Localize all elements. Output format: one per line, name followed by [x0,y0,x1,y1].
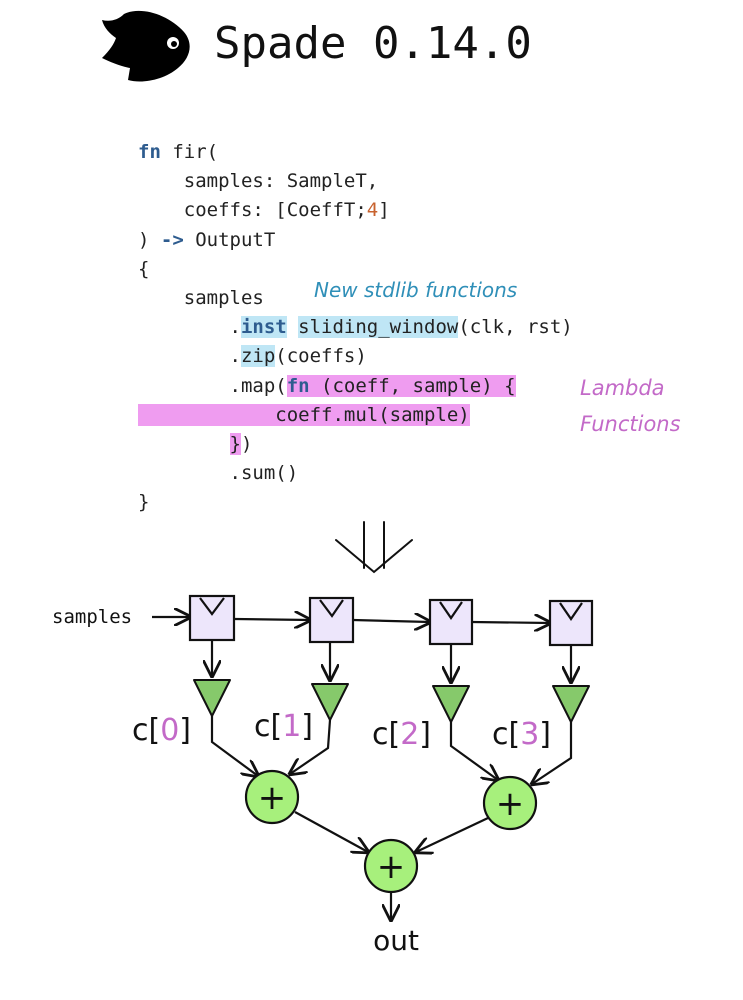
register-3 [548,599,594,647]
keyword-inst: inst [240,316,287,339]
out-label: out [373,924,419,957]
adder-2 [363,838,419,894]
multipliers [193,679,590,723]
code-line-3: coeffs: [CoeffT;4] [138,199,390,222]
code-line-8: .zip(coeffs) [138,345,367,368]
adder-symbol-1: + [496,784,525,824]
code-line-4: ) -> OutputT [138,228,276,251]
samples-label: samples [52,606,132,628]
register-0 [188,594,236,642]
adders [244,769,538,894]
big-down-arrow [335,521,413,574]
code-line-9: .map(fn (coeff, sample) { [138,374,516,397]
note-lambda: Lambda Functions [580,376,681,436]
register-2 [428,598,474,646]
code-line-13: } [138,491,150,514]
multiplier-1 [311,683,349,721]
fn-zip: zip [240,345,276,368]
code-line-11: }) [229,433,253,456]
array-size: 4 [366,199,379,222]
lambda-close: } [229,433,241,456]
code-line-7: .inst sliding_window(clk, rst) [138,316,573,339]
code-line-6: samples [138,287,264,310]
coeff-labels: c[0] c[1] c[2] c[3] [132,709,551,752]
coeff-label-0: c[0] [132,713,191,748]
multiplier-2 [432,685,470,723]
coeff-label-3: c[3] [492,717,551,752]
keyword-fn: fn [286,374,310,397]
registers [188,594,594,647]
code-line-1: fn fir( [138,141,219,163]
code-line-2: samples: SampleT, [138,170,379,193]
keyword-fn: fn [138,141,161,163]
fish-icon [102,10,190,82]
coeff-label-1: c[1] [254,709,313,744]
coeff-label-2: c[2] [372,717,431,752]
multiplier-3 [552,685,590,723]
adder-symbol-2: + [377,847,406,887]
register-1 [308,596,355,644]
header: Spade 0.14.0 [100,4,660,84]
code-line-5: { [138,257,150,280]
fn-sliding-window: sliding_window [298,316,459,339]
code-block: fn fir( samples: SampleT, coeffs: [Coeff… [138,138,573,518]
code-line-10: coeff.mul(sample) [138,403,470,426]
page-title: Spade 0.14.0 [214,18,532,69]
multiplier-0 [193,679,231,717]
code-line-12: .sum() [138,462,299,485]
lambda-head: fn (coeff, sample) { [286,374,516,397]
note-new-stdlib: New stdlib functions [314,278,518,302]
adder-1 [482,775,538,831]
adder-symbol-0: + [258,778,287,818]
return-arrow: -> [160,228,184,251]
wires [152,617,571,920]
adder-0 [244,769,300,825]
